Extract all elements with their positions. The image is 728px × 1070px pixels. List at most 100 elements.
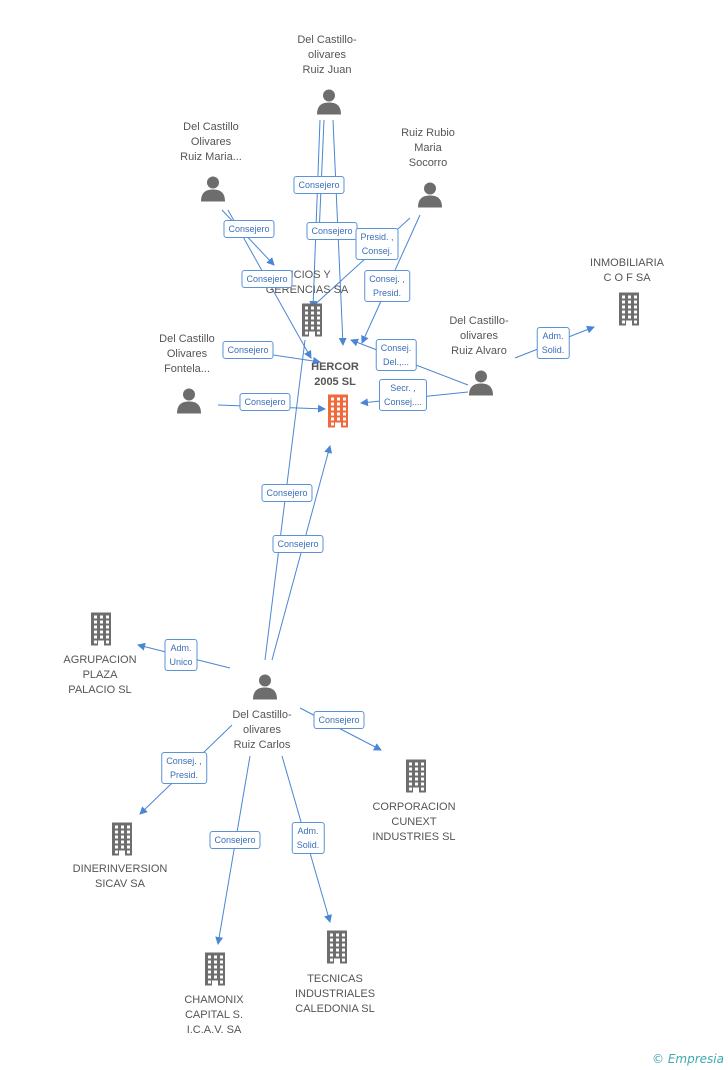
- building-icon[interactable]: [404, 759, 428, 798]
- edge-line-3: [309, 119, 321, 309]
- relation-text: Consej.: [361, 246, 393, 256]
- node-label-line: AGRUPACION: [63, 653, 137, 666]
- relation-badge-r10[interactable]: Secr. ,Consej....: [378, 379, 428, 411]
- person-icon[interactable]: [315, 87, 343, 120]
- node-label-line: HERCOR: [311, 361, 359, 373]
- node-label-line: CHAMONIX: [184, 993, 244, 1006]
- node-label-corporacion[interactable]: CORPORACION CUNEXT INDUSTRIES SL: [349, 800, 479, 845]
- relation-text: Consejero: [246, 274, 288, 284]
- node-label-line: Olivares: [190, 135, 232, 148]
- node-label-line: Ruiz Juan: [302, 63, 352, 76]
- node-label-line: Del Castillo-: [449, 314, 509, 327]
- node-label-line: Olivares: [166, 347, 208, 360]
- node-label-line: PLAZA: [82, 668, 118, 681]
- edge-line-13: [271, 445, 333, 661]
- relation-badge-r12[interactable]: Consejero: [261, 484, 313, 502]
- relation-text: Consejero: [318, 715, 360, 725]
- building-icon[interactable]: [617, 292, 641, 331]
- relation-badge-r16[interactable]: Consej. ,Presid.: [161, 752, 207, 784]
- node-label-line: INDUSTRIES SL: [372, 830, 456, 843]
- person-icon[interactable]: [251, 672, 279, 705]
- node-label-line: CORPORACION: [372, 800, 456, 813]
- copyright-symbol: ©: [652, 1052, 665, 1066]
- relation-text: Consejero: [277, 539, 319, 549]
- relation-badge-r7[interactable]: Consejero: [222, 341, 274, 359]
- relation-badge-r11[interactable]: Consejero: [239, 393, 291, 411]
- relation-badge-r3[interactable]: Consejero: [306, 222, 358, 240]
- relation-text: Adm.: [170, 643, 192, 653]
- building-icon[interactable]: [325, 930, 349, 969]
- node-label-line: Maria: [414, 141, 442, 154]
- relation-text: Consejero: [228, 224, 270, 234]
- node-label-hercor[interactable]: HERCOR 2005 SL: [270, 360, 400, 390]
- node-label-line: 2005 SL: [314, 376, 356, 388]
- relation-text: Consejero: [298, 180, 340, 190]
- relation-badge-r13[interactable]: Consejero: [272, 535, 324, 553]
- node-label-agrupacion[interactable]: AGRUPACION PLAZA PALACIO SL: [35, 653, 165, 698]
- relation-badge-r15[interactable]: Consejero: [313, 711, 365, 729]
- node-label-line: Ruiz Rubio: [401, 126, 455, 139]
- relation-text: Consej.: [380, 343, 412, 353]
- person-icon[interactable]: [199, 174, 227, 207]
- person-icon[interactable]: [416, 180, 444, 213]
- node-label-line: Del Castillo-: [232, 708, 292, 721]
- relation-text: Consejero: [214, 835, 256, 845]
- relation-badge-r18[interactable]: Adm. Solid.: [291, 822, 325, 854]
- relation-badge-r5[interactable]: Consejero: [241, 270, 293, 288]
- node-label-line: DINERINVERSION: [72, 863, 168, 875]
- node-label-line: VICIOS Y: [283, 269, 331, 281]
- relation-badge-r1[interactable]: Consejero: [293, 176, 345, 194]
- relation-text: Consej. ,: [369, 274, 405, 284]
- relation-badge-r6[interactable]: Consej. , Presid.: [364, 270, 410, 302]
- node-label-line: C O F SA: [603, 272, 651, 284]
- node-label-line: Ruiz Alvaro: [451, 344, 507, 357]
- building-icon[interactable]: [89, 612, 113, 651]
- person-icon[interactable]: [175, 386, 203, 419]
- node-label-line: TECNICAS: [307, 972, 363, 985]
- building-icon[interactable]: [326, 394, 350, 433]
- relation-text: Adm.: [297, 826, 319, 836]
- relation-text: Consejero: [227, 345, 269, 355]
- relation-text: Unico: [169, 657, 193, 667]
- person-icon[interactable]: [467, 368, 495, 401]
- relation-text: Consej....: [383, 397, 423, 407]
- relation-text: Solid.: [296, 840, 320, 850]
- node-label-line: CAPITAL S.: [184, 1008, 244, 1021]
- node-label-line: PALACIO SL: [68, 683, 132, 696]
- brand-name[interactable]: Empresia: [667, 1052, 724, 1066]
- edge-line-18: [215, 755, 251, 945]
- relation-text: Presid.: [372, 288, 401, 298]
- building-icon[interactable]: [110, 822, 134, 861]
- relation-badge-r14[interactable]: Adm. Unico: [164, 639, 198, 671]
- building-icon[interactable]: [300, 303, 324, 342]
- node-label-line: Ruiz Maria...: [180, 150, 242, 163]
- relation-badge-r4[interactable]: Presid. ,Consej.: [355, 228, 399, 260]
- node-label-line: Del Castillo-: [297, 33, 357, 46]
- relation-badge-r17[interactable]: Consejero: [209, 831, 261, 849]
- node-label-line: CUNEXT: [391, 815, 437, 828]
- node-label-line: olivares: [460, 329, 498, 342]
- copyright-footer: © Empresia: [652, 1052, 724, 1066]
- relation-badge-r9[interactable]: Adm.Solid.: [536, 327, 570, 359]
- node-label-line: CALEDONIA SL: [295, 1002, 375, 1015]
- node-label-line: olivares: [308, 48, 346, 61]
- node-label-line: SICAV SA: [95, 878, 145, 890]
- relation-badge-r8[interactable]: Consej. Del.,...: [375, 339, 417, 371]
- relation-text: Del.,...: [382, 357, 410, 367]
- relation-text: Consejero: [266, 488, 308, 498]
- building-icon[interactable]: [203, 952, 227, 991]
- relation-text: Consejero: [244, 397, 286, 407]
- relation-badge-r2[interactable]: Consejero: [223, 220, 275, 238]
- node-label-dinerinversion[interactable]: DINERINVERSION SICAV SA: [55, 862, 185, 892]
- node-label-line: Del Castillo: [159, 332, 215, 345]
